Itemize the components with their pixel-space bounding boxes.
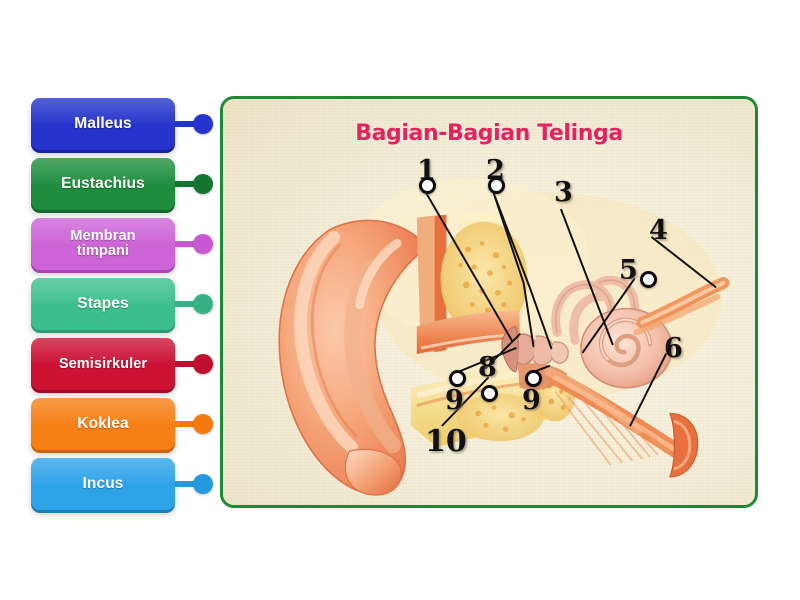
label-tile-text: Stapes bbox=[77, 295, 129, 313]
label-tile-text: Semisirkuler bbox=[58, 355, 148, 372]
connector-eustachius bbox=[175, 174, 217, 194]
label-tile-incus[interactable]: Incus bbox=[31, 458, 175, 510]
label-tiles-column: Malleus Eustachius Membran timpani bbox=[31, 98, 213, 518]
diagram-title: Bagian-Bagian Telinga bbox=[355, 121, 623, 146]
connector-malleus bbox=[175, 114, 217, 134]
connector-stem bbox=[175, 301, 197, 307]
connector-knob[interactable] bbox=[193, 294, 213, 314]
connector-stem bbox=[175, 241, 197, 247]
drop-target-5[interactable] bbox=[640, 271, 657, 288]
callout-number-3: 3 bbox=[554, 177, 573, 208]
label-row: Semisirkuler bbox=[31, 338, 213, 396]
connector-stem bbox=[175, 181, 197, 187]
drop-target-1[interactable] bbox=[419, 177, 436, 194]
stapes-bone bbox=[550, 341, 569, 364]
connector-knob[interactable] bbox=[193, 414, 213, 434]
connector-stem bbox=[175, 361, 197, 367]
label-tile-malleus[interactable]: Malleus bbox=[31, 98, 175, 150]
drop-target-9-left[interactable] bbox=[449, 370, 466, 387]
label-row: Eustachius bbox=[31, 158, 213, 216]
connector-stem bbox=[175, 121, 197, 127]
label-row: Malleus bbox=[31, 98, 213, 156]
connector-knob[interactable] bbox=[193, 234, 213, 254]
drop-target-2[interactable] bbox=[488, 177, 505, 194]
connector-incus bbox=[175, 474, 217, 494]
label-row: Stapes bbox=[31, 278, 213, 336]
label-tile-text: Membran timpani bbox=[70, 228, 136, 259]
callout-number-9-left: 9 bbox=[445, 385, 464, 416]
label-tile-semisirkuler[interactable]: Semisirkuler bbox=[31, 338, 175, 390]
label-tile-text: Koklea bbox=[77, 415, 129, 433]
callout-number-4: 4 bbox=[649, 215, 668, 246]
callout-number-6: 6 bbox=[664, 333, 683, 364]
drop-target-8[interactable] bbox=[481, 385, 498, 402]
drop-target-9-right[interactable] bbox=[525, 370, 542, 387]
connector-knob[interactable] bbox=[193, 474, 213, 494]
connector-stem bbox=[175, 421, 197, 427]
label-tile-text: Incus bbox=[82, 475, 124, 493]
connector-knob[interactable] bbox=[193, 354, 213, 374]
callout-number-10: 10 bbox=[425, 424, 467, 459]
connector-stapes bbox=[175, 294, 217, 314]
connector-knob[interactable] bbox=[193, 114, 213, 134]
connector-membran-timpani bbox=[175, 234, 217, 254]
label-tile-eustachius[interactable]: Eustachius bbox=[31, 158, 175, 210]
callout-number-5: 5 bbox=[619, 255, 638, 286]
connector-knob[interactable] bbox=[193, 174, 213, 194]
label-tile-text: Malleus bbox=[74, 115, 132, 133]
connector-koklea bbox=[175, 414, 217, 434]
callout-number-8: 8 bbox=[478, 352, 497, 383]
connector-semisirkuler bbox=[175, 354, 217, 374]
connector-stem bbox=[175, 481, 197, 487]
label-tile-stapes[interactable]: Stapes bbox=[31, 278, 175, 330]
label-tile-membran-timpani[interactable]: Membran timpani bbox=[31, 218, 175, 270]
label-row: Incus bbox=[31, 458, 213, 516]
label-tile-koklea[interactable]: Koklea bbox=[31, 398, 175, 450]
label-tile-text: Eustachius bbox=[61, 175, 145, 193]
diagram-panel: Bagian-Bagian Telinga bbox=[220, 96, 758, 508]
label-row: Koklea bbox=[31, 398, 213, 456]
label-row: Membran timpani bbox=[31, 218, 213, 276]
callout-number-9-right: 9 bbox=[522, 385, 541, 416]
